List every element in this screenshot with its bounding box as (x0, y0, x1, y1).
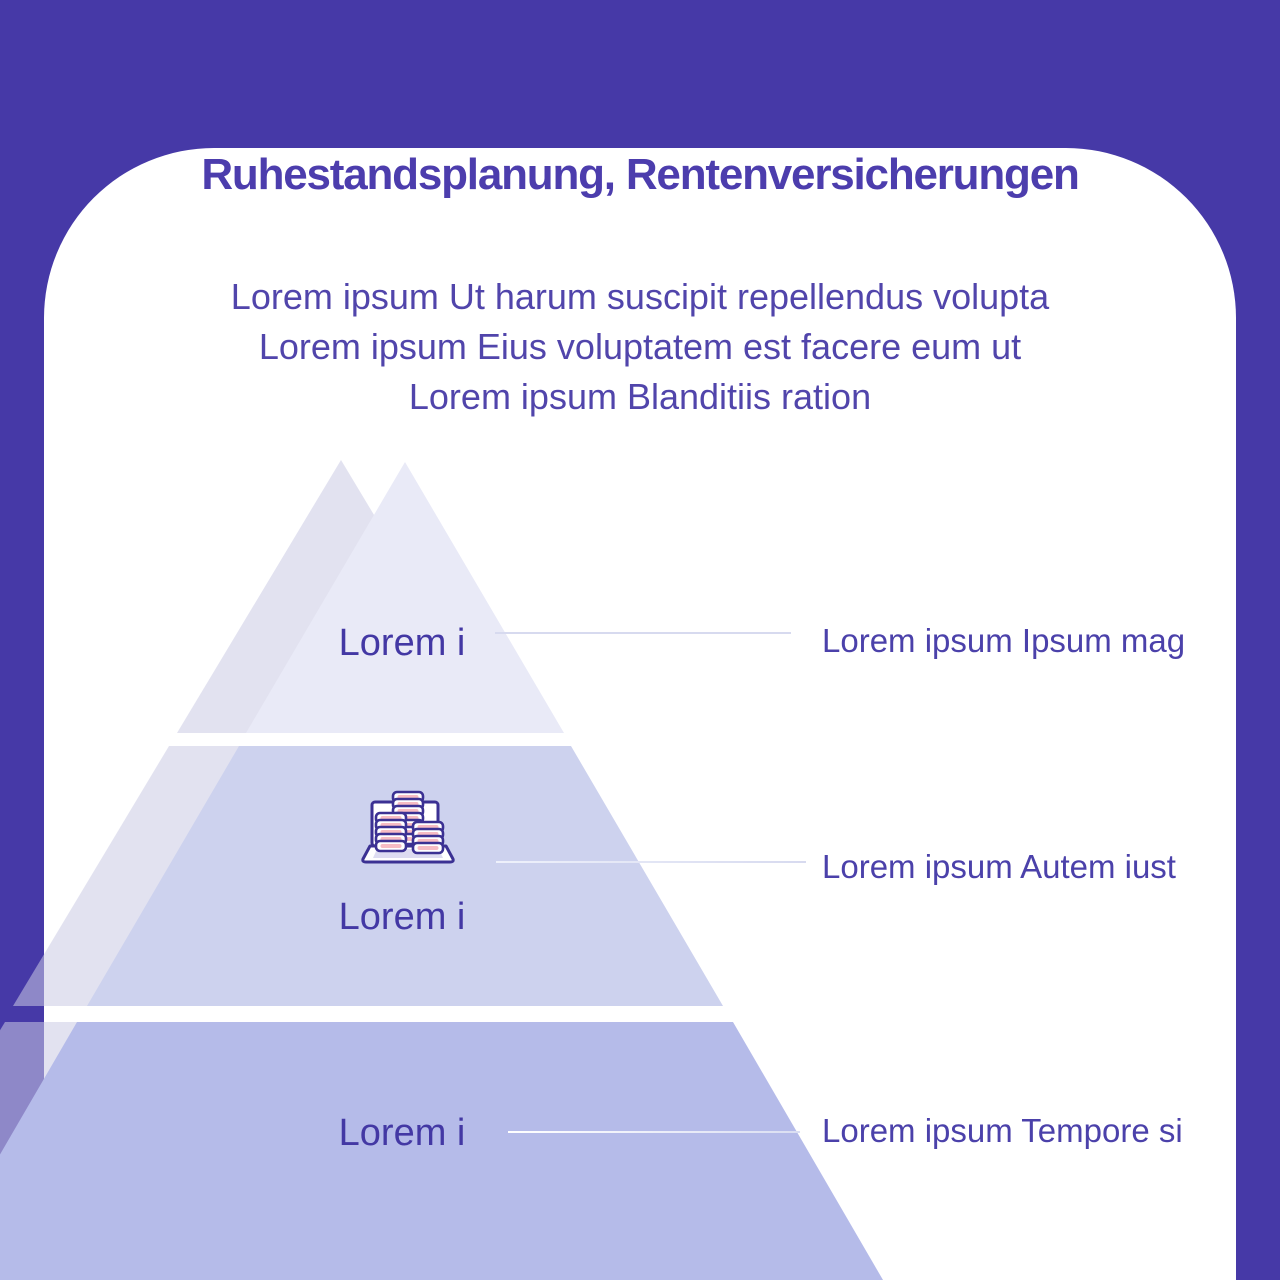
page-title-svg: Ruhestandsplanung, Rentenversicherungen … (194, 143, 1087, 206)
tier-3-label: Lorem i (338, 1112, 466, 1154)
laptop-coins-icon (361, 790, 455, 864)
intro-line-3: Lorem ipsum Blanditiis ration (408, 376, 872, 417)
tier-1-label: Lorem i (338, 622, 466, 664)
tier-3-description: Lorem ipsum Tempore si (822, 1112, 1183, 1149)
tier-2-label: Lorem i (338, 896, 466, 938)
intro-paragraph: Lorem ipsum Ut harum suscipit repellendu… (0, 272, 1280, 422)
page-title: Ruhestandsplanung, Rentenversicherungen (201, 150, 1078, 199)
intro-line-1: Lorem ipsum Ut harum suscipit repellendu… (230, 276, 1050, 317)
page-title-halo: Ruhestandsplanung, Rentenversicherungen (201, 150, 1078, 199)
tier-2-connector-line (496, 861, 806, 863)
tier-3-connector-line (508, 1131, 800, 1133)
coin-stack-right (411, 820, 445, 855)
tier-1-description: Lorem ipsum Ipsum mag (822, 622, 1186, 659)
tier-2-description: Lorem ipsum Autem iust (822, 848, 1176, 885)
tier-1-connector-line (495, 632, 791, 634)
coin-stack-left (374, 811, 408, 853)
intro-line-2: Lorem ipsum Eius voluptatem est facere e… (258, 326, 1022, 367)
